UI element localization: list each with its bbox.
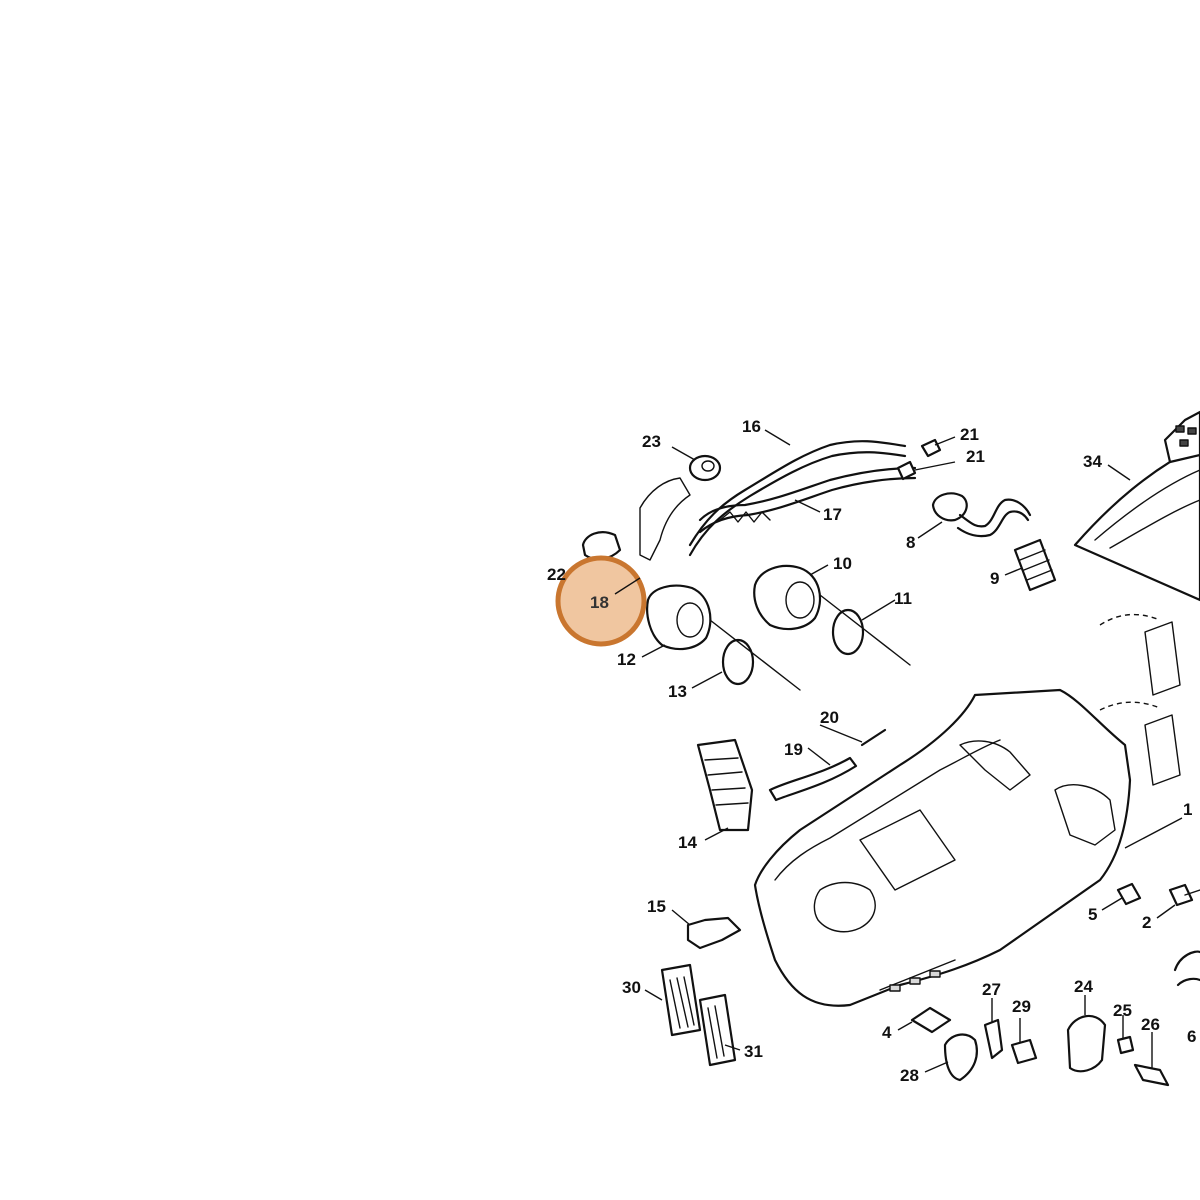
callout-label-2[interactable]: 2 <box>1142 913 1151 932</box>
callout-label-27[interactable]: 27 <box>982 980 1001 999</box>
callout-label-19[interactable]: 19 <box>784 740 803 759</box>
part-8-pickup[interactable] <box>931 492 1032 538</box>
callout-label-6[interactable]: 6 <box>1187 1027 1196 1046</box>
callout-label-1[interactable]: 1 <box>1183 800 1192 819</box>
part-22-tank-cap[interactable] <box>581 531 622 561</box>
part-21-fitting-a[interactable] <box>920 438 942 458</box>
part-28-gasket[interactable] <box>943 1033 978 1082</box>
callout-label-11[interactable]: 11 <box>894 589 912 608</box>
callout-label-30[interactable]: 30 <box>622 978 641 997</box>
callout-label-20[interactable]: 20 <box>820 708 839 727</box>
callout-label-21a[interactable]: 21 <box>960 425 979 444</box>
part-27-clip[interactable] <box>983 1018 1004 1060</box>
callout-label-16[interactable]: 16 <box>742 417 761 436</box>
part-9-filter[interactable] <box>1013 538 1057 592</box>
callout-label-17[interactable]: 17 <box>823 505 842 524</box>
part-4-pad[interactable] <box>910 1006 952 1034</box>
part-20-pin[interactable] <box>860 728 887 747</box>
part-12-oil-pump[interactable] <box>646 584 801 691</box>
part-10-oil-pump[interactable] <box>753 564 911 666</box>
leader-lines <box>577 429 1183 1073</box>
callout-labels: 23 16 21 21 34 22 17 8 9 10 11 12 13 20 … <box>547 417 1196 1085</box>
callout-label-13[interactable]: 13 <box>668 682 687 701</box>
part-24-guide[interactable] <box>1066 1014 1107 1073</box>
callout-label-9[interactable]: 9 <box>990 569 999 588</box>
part-29-screw[interactable] <box>1010 1038 1038 1065</box>
callout-label-25[interactable]: 25 <box>1113 1001 1132 1020</box>
callout-label-8[interactable]: 8 <box>906 533 915 552</box>
part-16-hose[interactable] <box>688 440 917 557</box>
part-17-spring[interactable] <box>639 477 771 561</box>
part-11-oring[interactable] <box>831 608 865 656</box>
part-13-oring[interactable] <box>721 638 755 686</box>
callout-label-4[interactable]: 4 <box>882 1023 892 1042</box>
part-2-screw[interactable] <box>1168 883 1200 907</box>
callout-label-31[interactable]: 31 <box>744 1042 763 1061</box>
part-1-housing[interactable] <box>753 688 1132 1007</box>
part-6-clamp[interactable] <box>1173 950 1200 987</box>
callout-label-10[interactable]: 10 <box>833 554 852 573</box>
part-31-pad[interactable] <box>698 993 737 1067</box>
callout-label-18: 18 <box>590 593 609 612</box>
part-21-fitting-b[interactable] <box>896 460 917 481</box>
callout-label-14[interactable]: 14 <box>678 833 697 852</box>
part-15-bracket[interactable] <box>686 916 742 950</box>
part-34-cover[interactable] <box>1073 410 1200 602</box>
warning-label-bottom <box>1099 701 1181 786</box>
callout-label-34[interactable]: 34 <box>1083 452 1102 471</box>
callout-label-22[interactable]: 22 <box>547 565 566 584</box>
callout-label-26[interactable]: 26 <box>1141 1015 1160 1034</box>
part-25-screw[interactable] <box>1116 1035 1135 1055</box>
callout-label-28[interactable]: 28 <box>900 1066 919 1085</box>
callout-label-29[interactable]: 29 <box>1012 997 1031 1016</box>
part-5-plug[interactable] <box>1116 882 1142 906</box>
callout-label-21b[interactable]: 21 <box>966 447 985 466</box>
part-19-hose[interactable] <box>768 756 858 802</box>
warning-label-top <box>1099 613 1181 696</box>
callout-label-23[interactable]: 23 <box>642 432 661 451</box>
highlight-part-18[interactable]: 18 <box>555 555 647 647</box>
callout-label-24[interactable]: 24 <box>1074 977 1093 996</box>
callout-label-5[interactable]: 5 <box>1088 905 1097 924</box>
part-26-screw[interactable] <box>1133 1063 1170 1087</box>
callout-label-15[interactable]: 15 <box>647 897 666 916</box>
part-23-cap[interactable] <box>688 454 722 482</box>
part-30-pad[interactable] <box>660 963 702 1037</box>
part-14-baffle[interactable] <box>696 738 754 832</box>
callout-label-12[interactable]: 12 <box>617 650 636 669</box>
